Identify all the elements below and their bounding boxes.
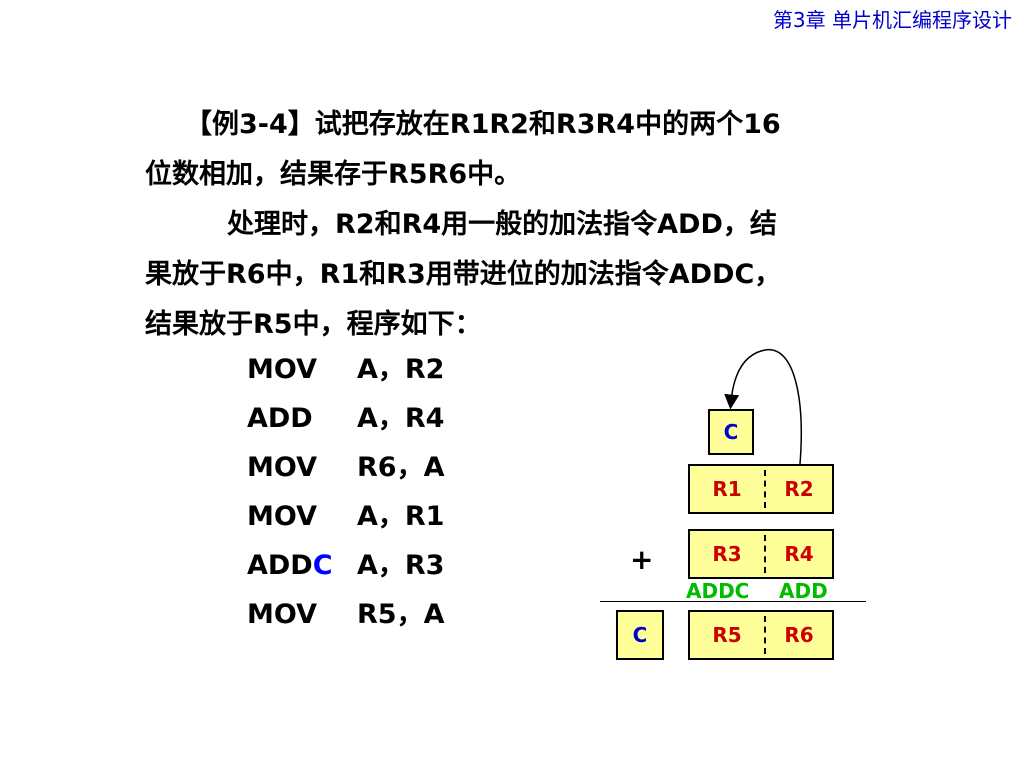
- opcode: MOV: [247, 354, 317, 385]
- operands: A，R3: [357, 550, 445, 581]
- register-r2: R2: [784, 477, 814, 501]
- plus-sign: +: [630, 543, 654, 576]
- carry-flag-bottom: C: [616, 610, 664, 660]
- register-r4: R4: [784, 542, 814, 566]
- code-line: MOV A，R1: [247, 492, 444, 541]
- explanation-line-2: 果放于R6中，R1和R3用带进位的加法指令ADDC，: [145, 259, 782, 290]
- opcode: MOV: [247, 501, 317, 532]
- operands: R5，A: [357, 599, 445, 630]
- problem-line-2: 位数相加，结果存于R5R6中。: [145, 159, 522, 190]
- register-pair-r1r2: R1 R2: [688, 464, 834, 514]
- code-line: MOV R6，A: [247, 443, 444, 492]
- operands: A，R4: [357, 403, 445, 434]
- operands: R6，A: [357, 452, 445, 483]
- register-r5: R5: [712, 623, 742, 647]
- opcode: MOV: [247, 452, 317, 483]
- chapter-title: 第3章 单片机汇编程序设计: [772, 8, 1012, 32]
- explanation-line-1: 处理时，R2和R4用一般的加法指令ADD，结: [227, 209, 777, 240]
- divider: [764, 616, 766, 654]
- code-line: MOV R5，A: [247, 590, 444, 639]
- problem-statement: 【例3-4】试把存放在R1R2和R3R4中的两个16 位数相加，结果存于R5R6…: [145, 100, 905, 200]
- code-line: ADD A，R4: [247, 394, 444, 443]
- divider: [764, 470, 766, 508]
- opcode: MOV: [247, 599, 317, 630]
- carry-flag-top: C: [708, 409, 754, 455]
- explanation-line-3: 结果放于R5中，程序如下：: [145, 309, 482, 340]
- register-pair-r3r4: R3 R4: [688, 529, 834, 579]
- register-r6: R6: [784, 623, 814, 647]
- operands: A，R2: [357, 354, 445, 385]
- opcode-addc: ADDC: [247, 541, 357, 590]
- register-r3: R3: [712, 542, 742, 566]
- instr-add-label: ADD: [779, 579, 828, 603]
- opcode: ADD: [247, 550, 313, 581]
- divider: [764, 535, 766, 573]
- instr-addc-label: ADDC: [686, 579, 750, 603]
- opcode: ADD: [247, 403, 313, 434]
- explanation: 处理时，R2和R4用一般的加法指令ADD，结 果放于R6中，R1和R3用带进位的…: [145, 200, 905, 350]
- sum-line: [600, 601, 866, 602]
- opcode-carry-suffix: C: [312, 550, 333, 581]
- register-r1: R1: [712, 477, 742, 501]
- code-line: MOV A，R2: [247, 345, 444, 394]
- operands: A，R1: [357, 501, 445, 532]
- register-pair-r5r6: R5 R6: [688, 610, 834, 660]
- problem-line-1: 【例3-4】试把存放在R1R2和R3R4中的两个16: [185, 109, 781, 140]
